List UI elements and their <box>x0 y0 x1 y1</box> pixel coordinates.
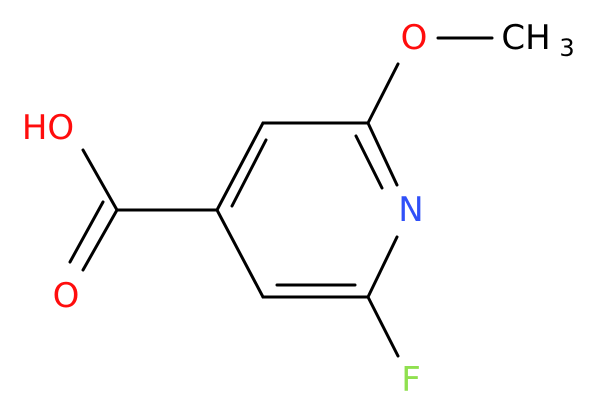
atom-label-methyl-subscript: 3 <box>559 34 574 62</box>
bond-c6-n1 <box>366 235 399 299</box>
bond-carboxyl-carbonyl-a <box>81 208 119 272</box>
atom-label-hydroxyl: HO <box>22 108 74 148</box>
bond-c4-c5 <box>215 208 265 299</box>
bond-carboxyl-hydroxyl <box>81 148 119 212</box>
bond-n1-c2 <box>366 121 399 187</box>
bond-c2-methoxy-oxygen <box>366 62 400 125</box>
bond-c6-fluorine <box>366 295 400 358</box>
bond-c3-c4-inner <box>230 138 268 208</box>
bond-carboxyl-carbonyl-b <box>68 200 105 264</box>
atom-label-carbonyl-oxygen: O <box>53 276 80 316</box>
atom-label-methoxy-oxygen: O <box>401 18 428 58</box>
atom-label-methyl: CH <box>501 18 550 58</box>
atom-label-fluorine: F <box>401 360 421 400</box>
atom-label-ring-nitrogen: N <box>398 190 423 230</box>
bond-n1-c2-inner <box>354 134 384 190</box>
bond-c3-c4 <box>215 121 265 212</box>
